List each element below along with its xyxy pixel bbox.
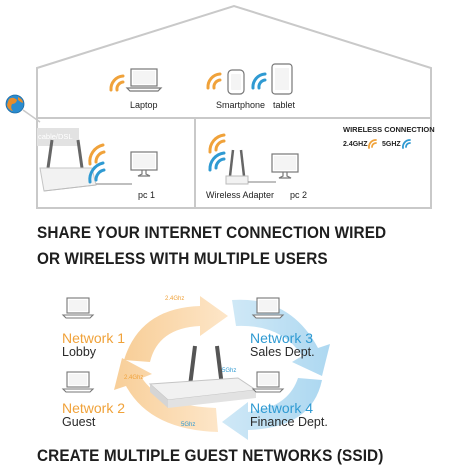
laptop-icon-network-2 <box>62 371 94 393</box>
network-3-subtitle: Sales Dept. <box>250 345 315 359</box>
modem-label: cable/DSL <box>38 132 73 141</box>
tablet-label: tablet <box>273 100 296 110</box>
wifi-24-icon-laptop <box>109 74 125 92</box>
arrow-left-orange <box>114 358 218 432</box>
laptop-label: Laptop <box>130 100 158 110</box>
laptop-icon-network-4 <box>252 371 284 393</box>
legend-24-label: 2.4GHZ <box>343 141 368 148</box>
network-4-subtitle: Finance Dept. <box>250 415 328 429</box>
legend-5-icon <box>402 139 411 149</box>
legend-24-icon <box>368 139 377 149</box>
wifi-5-icon-tablet <box>251 72 267 90</box>
pc2-label: pc 2 <box>290 190 308 200</box>
laptop-icon-network-3 <box>252 297 284 319</box>
network-2-title: Network 2 <box>62 400 126 416</box>
network-3-title: Network 3 <box>250 330 314 346</box>
wifi-5-icon-adapter <box>208 151 226 172</box>
router-icon-guest <box>148 345 258 408</box>
wifi-24-icon-router <box>88 143 106 166</box>
globe-icon <box>5 94 25 114</box>
pc1-monitor-icon <box>130 151 158 177</box>
laptop-icon <box>126 68 162 92</box>
arrow-left-label: 2.4Ghz <box>124 375 144 381</box>
arrow-right-blue <box>232 299 330 376</box>
arrow-top-label: 2.4Ghz <box>165 296 185 302</box>
network-1-subtitle: Lobby <box>62 345 97 359</box>
smartphone-icon <box>227 69 245 95</box>
network-1-title: Network 1 <box>62 330 126 346</box>
house-outline <box>36 4 432 209</box>
house-illustration <box>5 4 432 209</box>
arrow-right-label: 5Ghz <box>222 368 237 374</box>
wireless-adapter-icon <box>225 149 249 185</box>
wifi-24-icon-adapter <box>208 133 226 154</box>
arrow-bottom-blue <box>222 378 322 440</box>
wifi-24-icon-smartphone <box>206 72 222 90</box>
smartphone-label: Smartphone <box>216 100 266 110</box>
headline-line-2: OR WIRELESS WITH MULTIPLE USERS <box>37 250 328 268</box>
tablet-icon <box>271 63 293 95</box>
guest-network-diagram <box>62 296 330 440</box>
wifi-5-icon-router <box>88 161 106 184</box>
network-4-title: Network 4 <box>250 400 314 416</box>
laptop-icon-network-1 <box>62 297 94 319</box>
headline-line-1: SHARE YOUR INTERNET CONNECTION WIRED <box>37 224 387 242</box>
modem-box <box>37 128 79 146</box>
network-2-subtitle: Guest <box>62 415 96 429</box>
arrow-top-orange <box>124 296 228 362</box>
legend-title: WIRELESS CONNECTION <box>343 125 435 134</box>
pc1-label: pc 1 <box>138 190 156 200</box>
headline-guest-networks: CREATE MULTIPLE GUEST NETWORKS (SSID) <box>37 447 384 465</box>
router-icon-room1 <box>39 139 97 192</box>
legend-5-label: 5GHZ <box>382 141 401 148</box>
arrow-bottom-label: 5Ghz <box>181 422 196 428</box>
pc2-monitor-icon <box>271 153 299 179</box>
wireless-adapter-label: Wireless Adapter <box>206 190 275 200</box>
circular-arrows <box>114 296 330 440</box>
